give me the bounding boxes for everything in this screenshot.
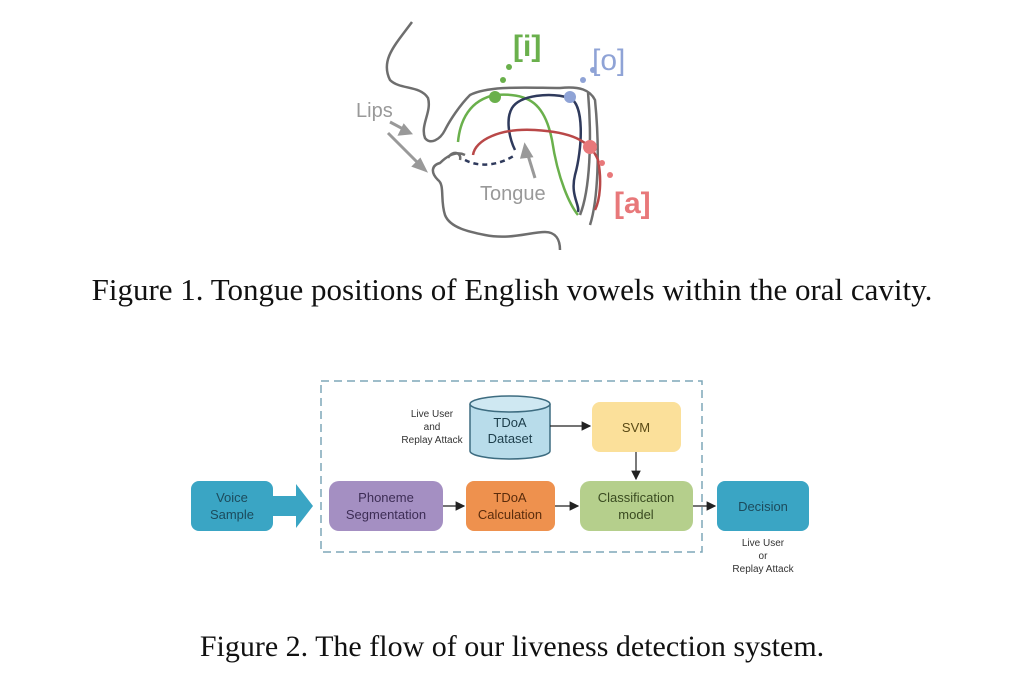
decision-note-1: Live User: [742, 538, 785, 549]
vowel-i-dot: [489, 91, 501, 103]
figure2-caption: Figure 2. The flow of our liveness detec…: [199, 630, 825, 663]
vowel-a-label: [a]: [614, 187, 651, 220]
system-boundary: [320, 380, 703, 553]
tongue-a-curve: [471, 128, 602, 211]
figure2-flow: Voice Sample Phoneme Segmentation TDoA C…: [191, 380, 809, 575]
jaw-outline: [431, 152, 562, 251]
voice-sample-arrow: [270, 484, 313, 528]
vowel-a-dot: [583, 140, 597, 154]
vowel-i-dot-trail: [506, 64, 512, 70]
vowel-o-dot-trail: [580, 77, 586, 83]
lower-lip: [446, 151, 462, 161]
decision-node: [717, 481, 809, 531]
phoneme-label-1: Phoneme: [358, 490, 414, 505]
tdoa-calculation-node: [466, 481, 555, 531]
dataset-label-2: Dataset: [488, 431, 533, 446]
dataset-note-1: Live User: [411, 409, 454, 420]
voice-sample-label-2: Sample: [210, 507, 254, 522]
decision-label: Decision: [738, 499, 788, 514]
voice-sample-node: [191, 481, 273, 531]
classification-label-2: model: [618, 507, 654, 522]
phoneme-label-2: Segmentation: [346, 507, 426, 522]
phoneme-segmentation-node: [329, 481, 443, 531]
vowel-i-dot-trail: [500, 77, 506, 83]
tdoa-calc-label-1: TDoA: [493, 490, 527, 505]
vowel-o-label: [o]: [592, 44, 625, 77]
vowel-i-label: [i]: [513, 30, 541, 63]
classification-model-node: [580, 481, 693, 531]
vowel-o-dot-trail: [590, 67, 596, 73]
voice-sample-label-1: Voice: [216, 490, 248, 505]
decision-note-2: or: [759, 551, 769, 562]
face-outline: [385, 21, 599, 226]
dataset-note-3: Replay Attack: [401, 435, 463, 446]
dataset-label-1: TDoA: [493, 415, 527, 430]
tongue-i-curve: [456, 93, 579, 216]
figure1-caption: Figure 1. Tongue positions of English vo…: [91, 272, 933, 307]
dataset-note-2: and: [424, 422, 441, 433]
vowel-a-dot-trail: [599, 160, 605, 166]
svm-node: [592, 402, 681, 452]
figure1-oral-cavity: Lips Tongue [i] [o] [a]: [356, 21, 651, 251]
lips-arrows: [386, 120, 429, 173]
vowel-a-dot-trail: [607, 172, 613, 178]
classification-label-1: Classification: [598, 490, 675, 505]
tongue-arrow: [519, 142, 537, 179]
lips-label: Lips: [356, 100, 393, 122]
vowel-o-dot: [564, 91, 576, 103]
palate: [578, 91, 592, 216]
tdoa-calc-label-2: Calculation: [478, 507, 542, 522]
decision-note-3: Replay Attack: [732, 564, 794, 575]
tongue-label: Tongue: [480, 183, 546, 205]
svm-label: SVM: [622, 420, 650, 435]
tongue-dashed: [464, 153, 516, 166]
tdoa-dataset-node: [469, 395, 551, 460]
